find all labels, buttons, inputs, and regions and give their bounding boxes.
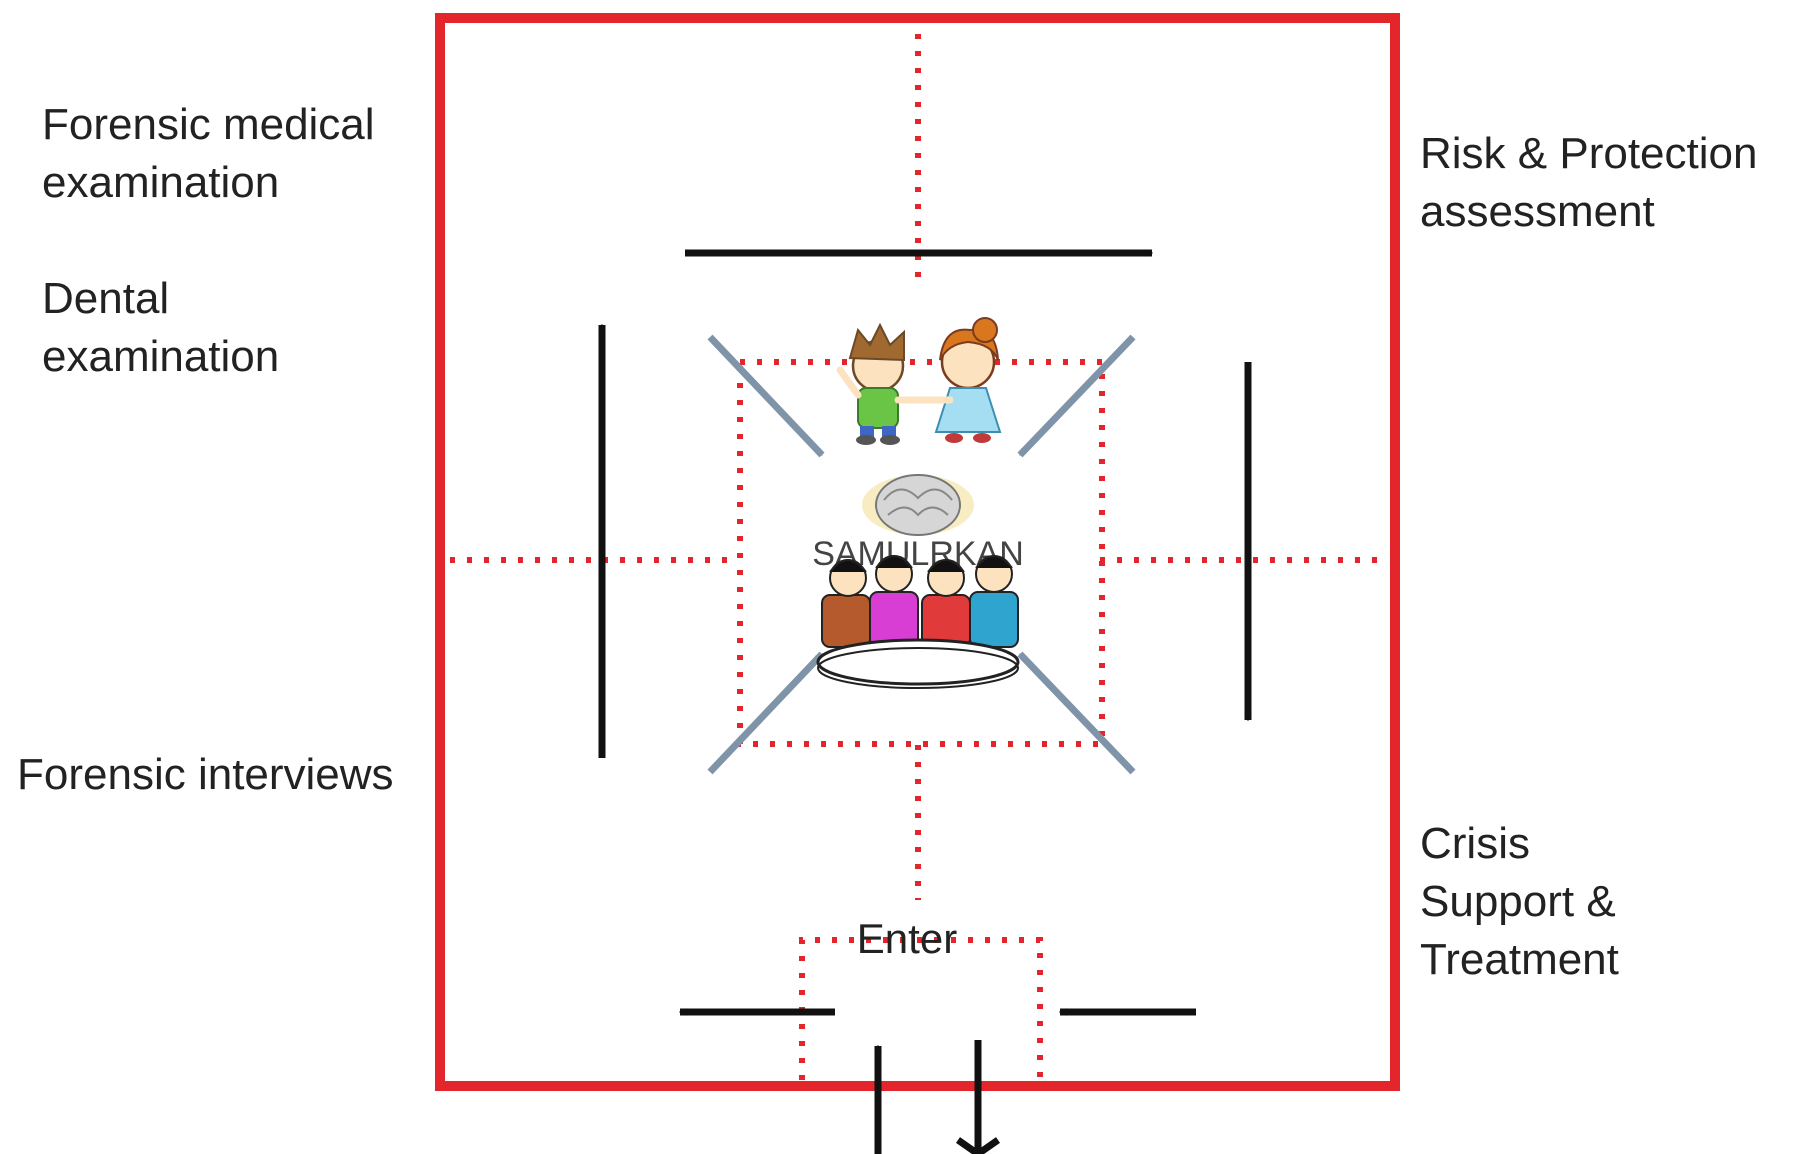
- exit-arrow-tip: [955, 1137, 1001, 1154]
- brain-icon: [862, 474, 974, 536]
- team-at-table-icon: [816, 555, 1020, 689]
- label-risk-protection-assessment: Risk & Protection assessment: [1420, 129, 1758, 236]
- children-holding-hands-icon: [836, 317, 1002, 445]
- label-forensic-interviews: Forensic interviews: [17, 750, 394, 799]
- inward-arrow-bottom-right: [1017, 651, 1136, 775]
- entrance-label: Enter: [857, 915, 957, 962]
- outer-frame: [435, 13, 1400, 1091]
- center-dotted-box: [737, 359, 1105, 747]
- label-dental-examination: Dental examination: [42, 274, 280, 381]
- inward-arrow-top-right: [1017, 334, 1136, 458]
- inward-arrows: [707, 334, 1136, 775]
- inward-arrow-top-left: [707, 334, 825, 458]
- label-forensic-medical-examination: Forensic medical examination: [42, 100, 375, 207]
- label-crisis-support-treatment: Crisis Support & Treatment: [1420, 819, 1619, 984]
- flow-arrows: [602, 253, 1248, 1154]
- inward-arrow-bottom-left: [707, 651, 825, 775]
